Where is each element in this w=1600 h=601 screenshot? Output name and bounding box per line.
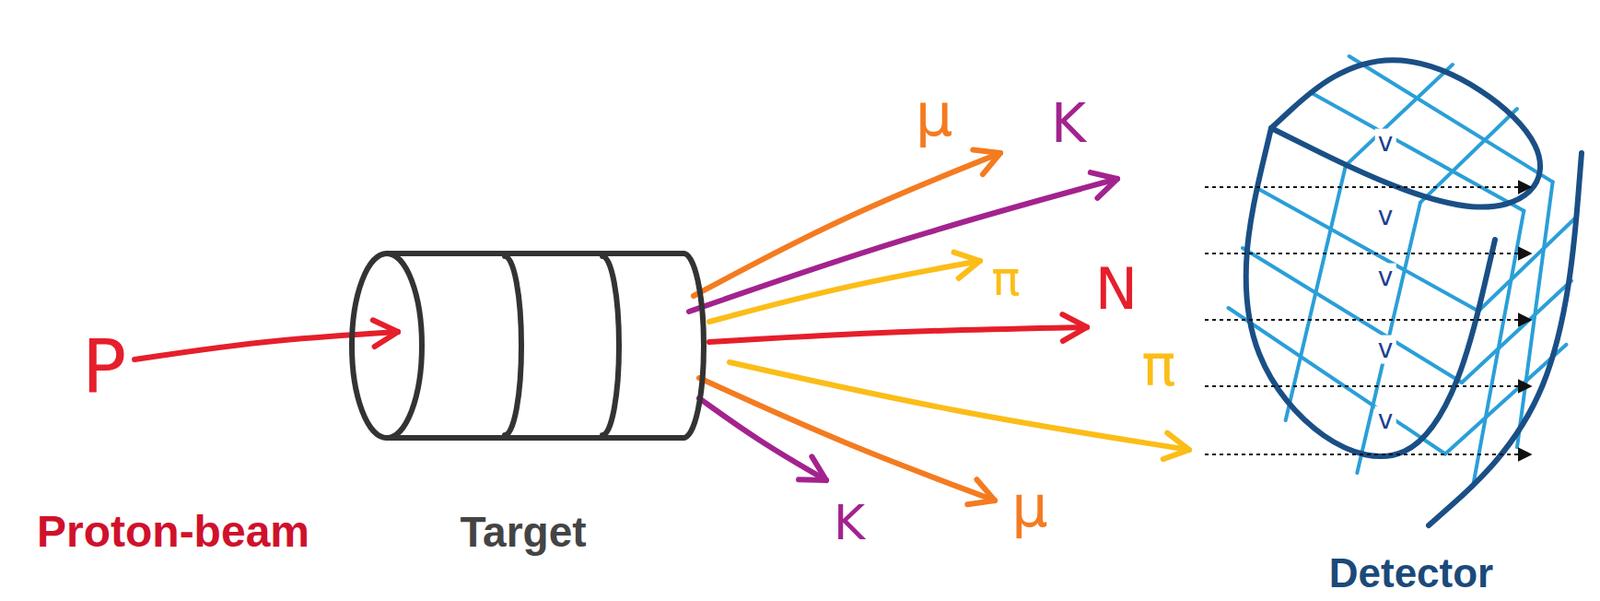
grid-line (1228, 307, 1447, 455)
neutrino-arrow (1204, 186, 1531, 188)
grid-line (1242, 247, 1462, 383)
target-cylinder: Target (340, 230, 728, 562)
grid-line (1257, 187, 1480, 312)
detector-label: Detector (1329, 550, 1495, 596)
muon-arrow-head (972, 149, 1001, 153)
nucleon-symbol: N (1095, 257, 1138, 321)
cube-edge (1428, 152, 1582, 526)
pion-arrow-shaft (709, 260, 981, 322)
pion-arrow-head (958, 260, 981, 279)
grid-line (1478, 216, 1577, 311)
neutrino-arrow (1204, 318, 1531, 321)
pion-arrow-head (954, 252, 981, 261)
cylinder-side (386, 253, 684, 438)
muon-arrow-shaft (699, 377, 995, 501)
cylinder (351, 253, 704, 438)
kaon-arrow-shaft (689, 178, 1118, 312)
detector-outline (1246, 59, 1582, 526)
muon-arrow-head (982, 152, 1001, 175)
nucleon-arrow-shaft (709, 327, 1087, 342)
cylinder-end (683, 253, 704, 438)
neutrino-arrow (1204, 252, 1531, 255)
neutrino-mark: v (1375, 335, 1397, 364)
nucleon-arrow-head (1062, 327, 1087, 341)
kaon-arrow (699, 397, 827, 480)
neutrino-mark: v (1375, 128, 1397, 158)
pion-arrow (709, 252, 981, 322)
pion-arrow-shaft (729, 362, 1190, 450)
kaon-arrow-head (1097, 178, 1118, 199)
neutrino-mark: v (1375, 202, 1397, 232)
cylinder-end (351, 253, 422, 438)
kaon-symbol: K (1051, 94, 1087, 154)
kaon-arrow-head (1090, 172, 1118, 179)
beam-label: Proton-beam (36, 507, 310, 557)
pion-symbol: π (991, 252, 1020, 305)
neutrino-paths (1204, 186, 1531, 455)
detector-outline (1197, 7, 1596, 597)
proton-arrow-head (374, 331, 398, 347)
muon-symbol: μ (1011, 475, 1048, 538)
nucleon-arrow (709, 314, 1087, 342)
pion-arrow-head (1163, 449, 1190, 459)
proton-arrow (134, 319, 398, 360)
proton-arrow-head (373, 319, 398, 332)
cylinder-band (504, 256, 619, 435)
pion-arrow-head (1167, 432, 1190, 450)
neutrino-arrow (1204, 453, 1531, 456)
muon-symbol: μ (915, 82, 954, 148)
kaon-arrow-head (798, 476, 827, 483)
proton-symbol: P (81, 327, 127, 409)
kaon-symbol: K (833, 496, 865, 549)
nucleon-arrow-head (1062, 314, 1087, 328)
cube-edge (1246, 128, 1495, 456)
target-label: Target (459, 508, 586, 556)
neutrino-arrow (1204, 385, 1531, 387)
neutrino-mark: v (1375, 406, 1397, 435)
kaon-arrow (689, 172, 1118, 312)
neutrino-mark: v (1375, 263, 1397, 292)
detector-cube: v v v v vDetector (1197, 7, 1596, 597)
cube-edge (1271, 59, 1541, 207)
pion-symbol: π (1141, 334, 1176, 398)
muon-arrow-head (976, 478, 995, 501)
proton-arrow-shaft (134, 331, 398, 360)
pion-arrow (729, 362, 1190, 459)
grid-line (1420, 108, 1518, 203)
kaon-arrow-head (811, 455, 827, 480)
grid-line (1461, 280, 1572, 384)
muon-arrow (699, 377, 995, 504)
muon-arrow-head (967, 500, 995, 504)
kaon-arrow-shaft (699, 397, 827, 480)
grid-line (1345, 64, 1453, 165)
